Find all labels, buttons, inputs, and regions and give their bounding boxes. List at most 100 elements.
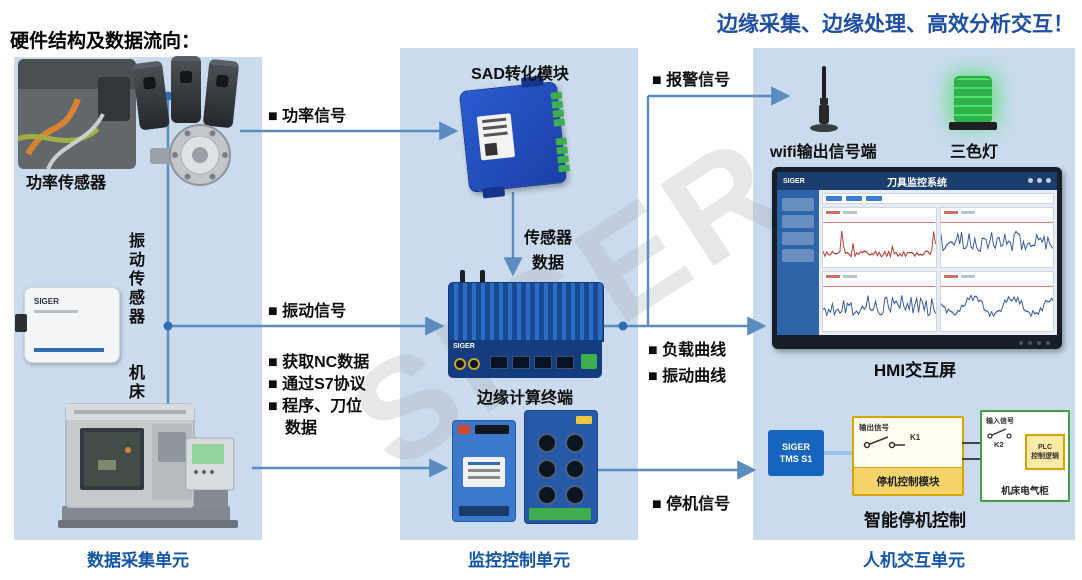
toolbar-chip <box>866 196 882 201</box>
junction-dot-edge <box>618 321 628 331</box>
monitor-button-icon <box>1046 341 1050 345</box>
lan-port-icon <box>490 356 508 369</box>
terminal-pin <box>558 164 570 173</box>
edge-terminal-label: 边缘计算终端 <box>476 390 573 407</box>
curves-label: ■ 负载曲线 ■ 振动曲线 <box>648 338 726 390</box>
clamp-hole-icon <box>215 74 229 88</box>
k2-text: K2 <box>994 440 1004 449</box>
sensor-accent-line <box>34 348 104 352</box>
edge-front-panel: SIGER <box>448 340 602 378</box>
controller-link-line <box>824 451 852 455</box>
connector-module-image <box>524 410 598 524</box>
hmi-monitor-image: SIGER 刀具监控系统 <box>772 167 1062 349</box>
alarm-signal-label: ■ 报警信号 <box>652 72 731 89</box>
sensor-connector <box>15 314 27 332</box>
siger-controller-box: SIGER TMS S1 <box>768 430 824 476</box>
terminal-pin <box>550 91 563 100</box>
hmi-menu-item <box>782 232 814 245</box>
sensor-data-line2: 数据 <box>531 255 564 272</box>
antenna-connector-icon <box>480 270 485 286</box>
legend-bar <box>943 275 958 278</box>
sma-port-icon <box>468 358 480 370</box>
chart-series-line <box>940 294 1053 318</box>
input-signal-text: 输入信号 <box>986 418 1014 425</box>
plc-text-line1: PLC <box>1038 443 1052 451</box>
wire-line <box>962 458 980 460</box>
plc-text-line2: 控制逻辑 <box>1031 453 1059 460</box>
green-terminal-strip <box>529 508 591 520</box>
unit-label-monitoring: 监控控制单元 <box>468 551 570 570</box>
terminal-pin <box>557 155 569 164</box>
junction-dot-vibration <box>163 321 173 331</box>
legend-bar <box>843 211 857 214</box>
m12-port-icon <box>537 485 557 505</box>
hmi-menu-item <box>782 249 814 262</box>
controller-brand: SIGER <box>781 441 810 452</box>
cabinet-label: 机床电气柜 <box>1001 486 1049 497</box>
clamp-hole-icon <box>142 76 157 90</box>
tricolor-light-label: 三色灯 <box>950 144 999 161</box>
legend-bar <box>843 275 857 278</box>
sticker-line <box>483 131 508 138</box>
nc-line-3: ■ 程序、刀位 <box>268 398 363 415</box>
hmi-body <box>777 190 1057 335</box>
machine-cabinet-box: 输入信号 K2 PLC 控制逻辑 机床电气柜 <box>980 410 1070 502</box>
monitor-button-icon <box>1037 341 1041 345</box>
cooling-fins <box>448 282 604 342</box>
nc-data-label: ■ 获取NC数据 ■ 通过S7协议 ■ 程序、刀位 数据 <box>268 352 369 440</box>
warning-tag-icon <box>576 416 592 424</box>
cnc-machine-image <box>58 403 238 528</box>
hmi-chart-line <box>823 221 936 259</box>
relay-contact-icon <box>987 428 1012 439</box>
unit-label-acquisition: 数据采集单元 <box>87 551 189 570</box>
current-clamps-image <box>132 56 242 132</box>
hmi-brand-text: SIGER <box>783 177 805 185</box>
nc-line-4: 数据 <box>285 420 318 437</box>
module-switch-icon <box>458 425 470 434</box>
load-curve-line: ■ 负载曲线 <box>648 342 727 359</box>
io-module-image <box>452 420 516 522</box>
module-terminal-row <box>475 425 509 434</box>
sad-module-image <box>458 75 570 199</box>
qr-code-icon <box>484 142 498 156</box>
toolbar-chip <box>846 196 862 201</box>
antenna-connector-icon <box>460 270 465 286</box>
sensor-text-line <box>34 310 78 313</box>
vibration-signal-label: ■ 振动信号 <box>268 303 347 320</box>
legend-bar <box>943 211 958 214</box>
shutdown-module-label: 停机控制模块 <box>854 467 962 494</box>
hmi-toolbar <box>822 193 1054 204</box>
power-terminal-icon <box>581 354 597 369</box>
output-signal-text: 输出信号 <box>859 423 889 432</box>
hmi-chart-line <box>940 221 1053 252</box>
wire-line <box>962 442 980 444</box>
sticker-line <box>468 462 500 465</box>
toolbar-chip <box>826 196 842 201</box>
stop-signal-label: ■ 停机信号 <box>652 496 731 513</box>
hmi-title: 刀具监控系统 <box>887 177 947 189</box>
vibration-sensor-image: SIGER <box>15 287 120 363</box>
sticker-line <box>482 124 507 131</box>
hmi-main <box>819 190 1057 335</box>
edge-brand-text: SIGER <box>453 343 475 350</box>
hmi-chart-cell <box>822 271 937 332</box>
clamp-hole-icon <box>180 71 192 83</box>
wifi-output-label: wifi输出信号端 <box>770 144 877 161</box>
nc-line-2: ■ 通过S7协议 <box>268 376 366 393</box>
shutdown-control-diagram: SIGER TMS S1 输出信号 K1 停机控制模块 输入信号 K2 <box>762 400 1070 502</box>
lan-port-icon <box>512 356 530 369</box>
chart-series-line <box>823 230 936 259</box>
vibration-curve-line: ■ 振动曲线 <box>648 368 727 385</box>
sticker-line <box>468 476 500 479</box>
sensor-data-line1: 传感器 <box>523 230 572 247</box>
relay-contact-icon <box>863 436 905 449</box>
monitor-button-icon <box>1028 341 1032 345</box>
hmi-sidebar <box>777 190 819 335</box>
sticker-line <box>482 117 507 124</box>
rotary-power-sensor-image <box>150 124 231 186</box>
tricolor-light-image <box>946 74 1000 134</box>
page-slogan: 边缘采集、边缘处理、高效分析交互！ <box>717 13 1074 36</box>
hmi-chart-grid <box>822 207 1054 332</box>
window-button-icon <box>1037 178 1042 183</box>
m12-port-icon <box>565 485 585 505</box>
